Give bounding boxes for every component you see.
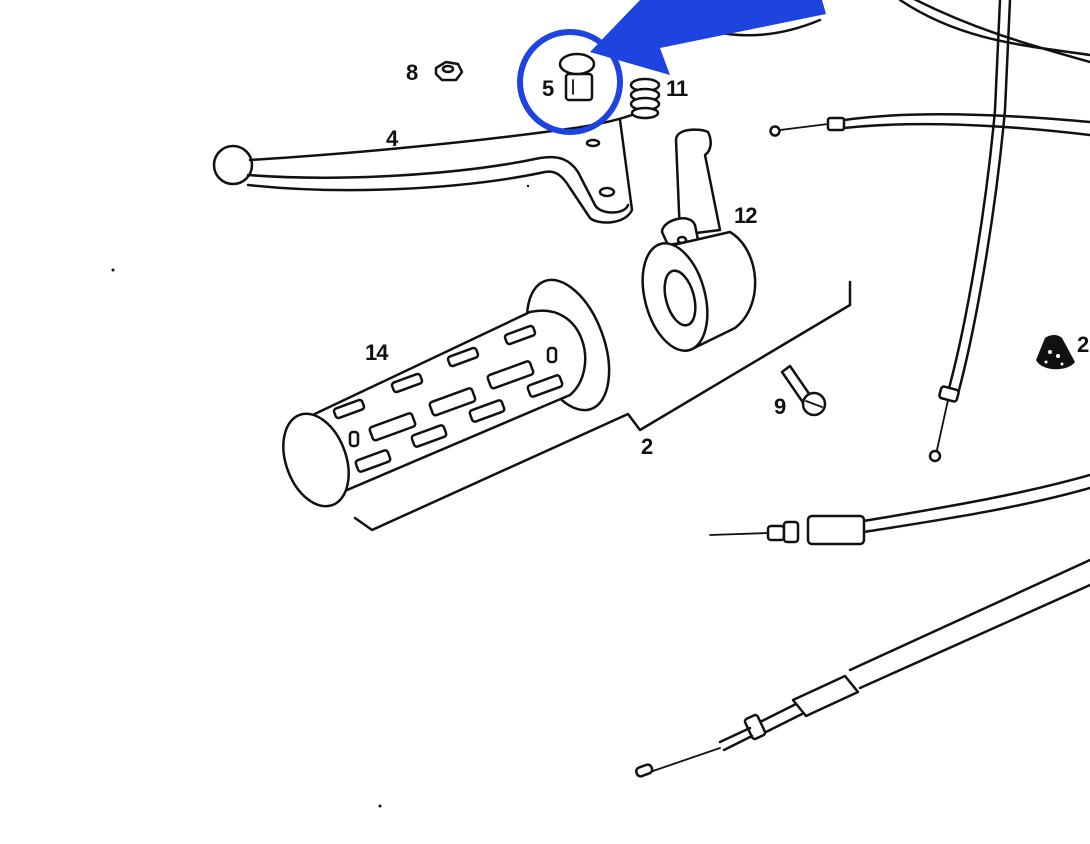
label-part-12: 12	[734, 203, 758, 228]
spring-part-11	[629, 77, 661, 120]
grip-part-14	[282, 278, 611, 508]
pin-part-5	[558, 52, 596, 102]
screw-part-9	[780, 364, 827, 417]
label-part-2-cap: 2	[1077, 332, 1089, 357]
label-part-2: 2	[641, 434, 653, 459]
label-part-8: 8	[406, 60, 418, 85]
cable-upper	[769, 113, 1090, 137]
assembly-bracket	[353, 280, 852, 532]
cable-lower	[634, 558, 1090, 778]
rubber-cap-part-2	[1036, 335, 1075, 370]
cable-vertical	[928, 0, 1012, 463]
label-part-9: 9	[774, 394, 786, 419]
cable-middle	[709, 473, 1090, 546]
lever-part-4	[212, 110, 642, 224]
label-part-4: 4	[386, 126, 398, 151]
label-part-14: 14	[365, 340, 389, 365]
label-part-11: 11	[666, 76, 688, 101]
throttle-housing-part-12	[641, 128, 757, 352]
highlight-annotation	[517, 0, 826, 135]
nut-part-8	[434, 60, 464, 82]
label-part-5: 5	[542, 76, 554, 101]
